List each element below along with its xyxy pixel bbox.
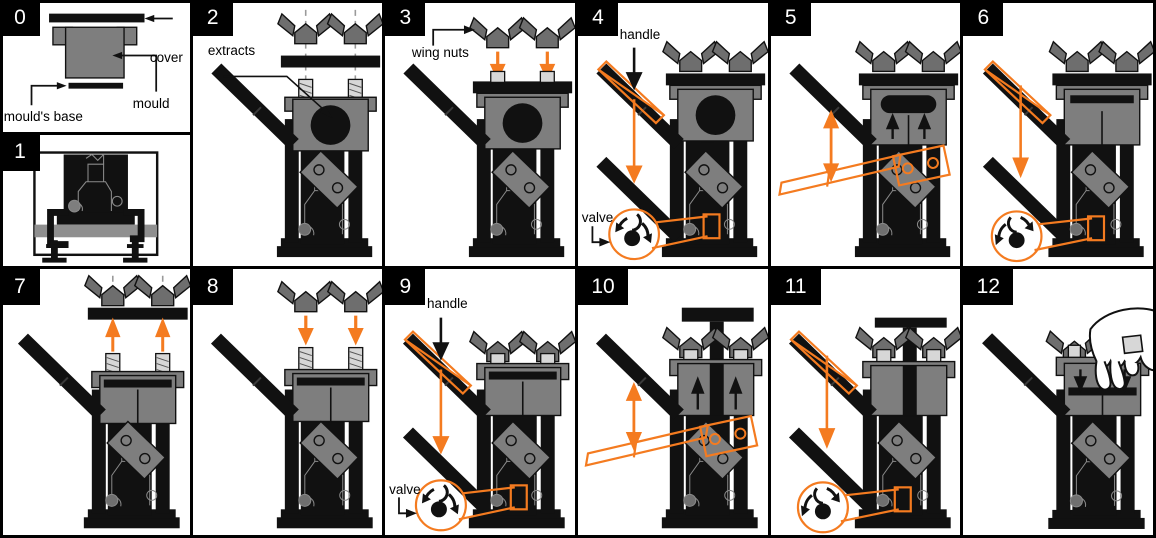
panel-cell-7: 7 [0,269,193,538]
label-mould: mould [132,95,170,111]
label-wing-nuts: wing nuts [411,45,469,61]
panel-number-badge: 9 [385,269,426,305]
label-cover: cover [149,49,183,65]
panel-number-badge: 3 [385,0,426,36]
panel-number-badge: 6 [963,0,1004,36]
panel-number-badge: 10 [578,269,628,305]
panel-cell-6: 6 [963,0,1156,269]
panel-9-illustration: handle valve [385,269,575,538]
panel-cell-11: 11 [770,269,964,538]
panel-cell-4: 4 [578,0,771,269]
panel-number-badge: 8 [192,269,233,305]
panel-11-illustration [771,269,961,538]
panel-number-badge: 5 [770,0,811,36]
panel-cell-0-1: 0 [0,0,193,269]
panel-4-illustration: handle valve [578,0,768,266]
panel-3-illustration: wing nuts [385,0,575,266]
panel-8-illustration [193,269,383,538]
panel-number-badge: 7 [0,269,40,305]
panel-1: 1 [0,134,190,267]
panel-7-illustration [0,269,190,538]
panel-1-illustration [0,135,190,267]
panel-number-badge: 0 [0,0,40,36]
panel-0: 0 [0,0,190,135]
panel-5-illustration [771,0,961,266]
label-valve: valve [581,210,614,226]
label-handle: handle [619,26,661,42]
label-handle: handle [427,295,468,311]
panel-0-illustration: cover mould mould's base [0,0,190,132]
panel-2-illustration: extracts [193,0,383,266]
label-moulds-base: mould's base [3,109,83,125]
panel-cell-3: 3 [385,0,578,269]
panel-10-illustration [578,269,768,538]
panel-number-badge: 1 [0,134,40,171]
panel-cell-12: 12 [963,269,1156,538]
panel-cell-10: 10 [578,269,771,538]
panel-cell-8: 8 [192,269,386,538]
panel-number-badge: 12 [963,269,1014,305]
label-valve: valve [389,481,421,497]
panel-cell-9: 9 [385,269,578,538]
label-extracts: extracts [207,42,256,58]
panel-number-badge: 11 [770,269,821,305]
panel-6-illustration [963,0,1156,266]
panel-number-badge: 4 [578,0,618,36]
panel-cell-5: 5 [770,0,964,269]
panel-12-illustration [963,269,1156,538]
panel-number-badge: 2 [192,0,233,36]
panel-cell-2: 2 [192,0,386,269]
